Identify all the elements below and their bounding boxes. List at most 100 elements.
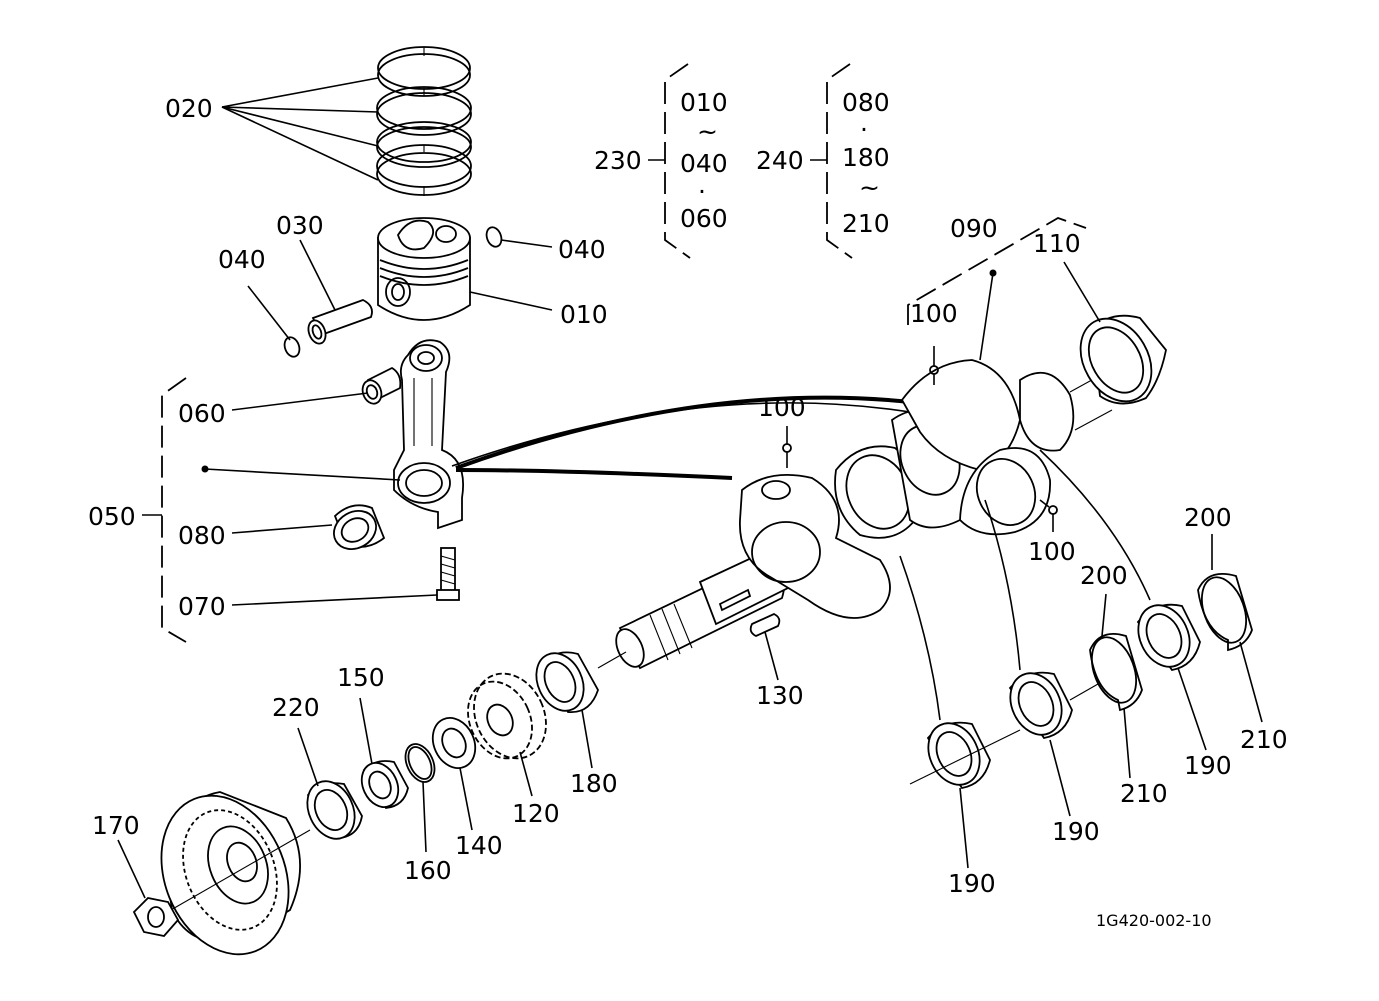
group-240-item-4: ~	[859, 173, 880, 202]
label-110: 110	[1033, 229, 1081, 258]
group-240-item-5: 210	[842, 209, 890, 238]
leader-120	[519, 751, 533, 797]
label-150: 150	[337, 663, 385, 692]
leader-200-1	[1101, 593, 1107, 637]
connecting-rod	[393, 339, 464, 530]
reference-code: 1G420-002-10	[1096, 911, 1212, 930]
piston-rings	[376, 46, 472, 196]
label-050: 050	[88, 502, 136, 531]
bracket-050	[142, 377, 187, 643]
label-130: 130	[756, 681, 804, 710]
leader-090	[979, 272, 994, 361]
label-040-left: 040	[218, 245, 266, 274]
group-230-item-1: 010	[680, 88, 728, 117]
label-170: 170	[92, 811, 140, 840]
leader-180	[581, 709, 593, 769]
leader-060	[231, 392, 369, 411]
label-080: 080	[178, 521, 226, 550]
leader-030	[299, 239, 336, 311]
label-160: 160	[404, 856, 452, 885]
label-180: 180	[570, 769, 618, 798]
crankshaft-pulley	[160, 791, 301, 956]
connecting-rod-bolt	[436, 547, 460, 601]
leader-070	[231, 594, 438, 606]
thrust-washer-2	[1197, 572, 1253, 652]
piston	[377, 217, 471, 321]
leader-210-2	[1239, 641, 1263, 723]
main-bearing-1	[926, 721, 991, 789]
group-240-item-2: ·	[860, 115, 868, 144]
leader-040-left	[247, 285, 291, 341]
small-end-bushing	[361, 366, 402, 405]
leader-110	[1063, 261, 1101, 323]
leader-170	[117, 839, 146, 899]
label-190-3: 190	[1184, 751, 1232, 780]
crankshaft-gear	[467, 672, 547, 760]
label-030: 030	[276, 211, 324, 240]
circlip-left	[283, 336, 301, 358]
oil-seal-rear	[1079, 314, 1167, 405]
leader-040-right	[500, 239, 553, 248]
oil-seal-front	[306, 780, 363, 840]
group-240-item-1: 080	[842, 88, 890, 117]
label-190-2: 190	[1052, 817, 1100, 846]
label-190-1: 190	[948, 869, 996, 898]
label-020: 020	[165, 94, 213, 123]
label-040-right: 040	[558, 235, 606, 264]
group-230-item-2: ~	[697, 117, 718, 146]
leader-080	[231, 524, 333, 534]
label-100-right: 100	[1028, 537, 1076, 566]
pulley-nut	[132, 897, 180, 937]
axis-190-1	[909, 729, 1021, 785]
group-230-item-3: 040	[680, 149, 728, 178]
group-240-id: 240	[756, 146, 804, 175]
leader-140	[459, 767, 473, 831]
crankshaft	[615, 359, 1113, 670]
label-210-2: 210	[1240, 725, 1288, 754]
group-230-item-5: 060	[680, 204, 728, 233]
main-bearing-3	[1136, 603, 1201, 671]
bracket-230	[648, 63, 691, 259]
front-bearing	[535, 651, 599, 713]
leader-130	[764, 631, 779, 681]
woodruff-key	[749, 613, 781, 637]
circlip-right	[485, 226, 503, 248]
label-100-top: 100	[910, 299, 958, 328]
thrust-washer-1	[1089, 632, 1143, 712]
label-120: 120	[512, 799, 560, 828]
label-010: 010	[560, 300, 608, 329]
bracket-240	[810, 63, 853, 259]
axis-pulley	[149, 829, 311, 923]
bearing-arrows	[899, 449, 1151, 721]
label-210-1: 210	[1120, 779, 1168, 808]
o-ring	[404, 743, 436, 783]
leader-050	[204, 468, 401, 481]
piston-pin	[307, 299, 373, 345]
leader-220	[297, 727, 319, 787]
part-labels: 020 030 040 040 010 060 050 080 070 090 …	[88, 88, 1288, 930]
leader-020	[221, 77, 379, 181]
group-230-item-4: ·	[698, 177, 706, 206]
bracket-090	[907, 217, 1087, 325]
label-090: 090	[950, 214, 998, 243]
thrust-collar	[431, 717, 477, 769]
oil-plug-marks	[782, 346, 1058, 532]
leader-210-1	[1123, 707, 1131, 779]
leader-150	[359, 697, 373, 765]
axis-180	[597, 651, 627, 669]
group-230-id: 230	[594, 146, 642, 175]
leader-010	[469, 291, 553, 311]
leader-160	[422, 781, 427, 853]
axis-190-2	[1069, 683, 1099, 701]
label-100-left: 100	[758, 393, 806, 422]
leader-190-3	[1177, 667, 1207, 751]
label-200-2: 200	[1184, 503, 1232, 532]
group-240-item-3: 180	[842, 143, 890, 172]
crankpin-bearing	[333, 504, 386, 550]
label-060: 060	[178, 399, 226, 428]
label-200-1: 200	[1080, 561, 1128, 590]
leader-190-2	[1049, 739, 1071, 817]
main-bearing-2	[1008, 671, 1073, 739]
label-070: 070	[178, 592, 226, 621]
